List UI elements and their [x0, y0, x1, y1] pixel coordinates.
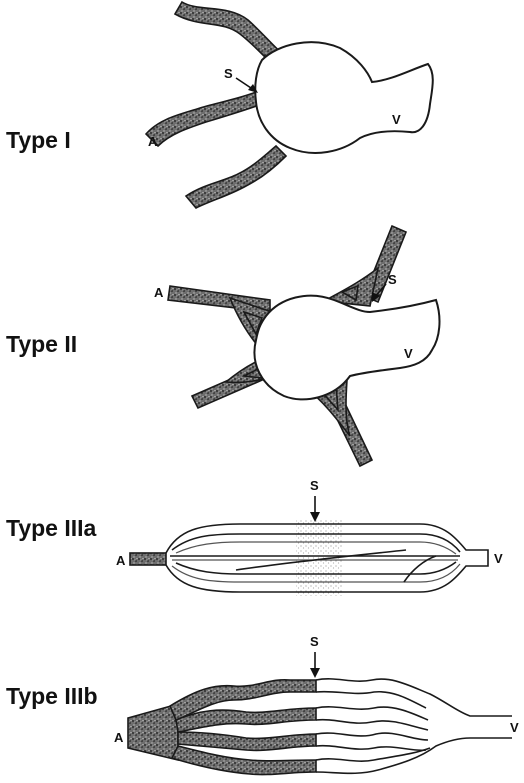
type-1-vein-label: V: [392, 112, 401, 127]
arterial-branch: [178, 732, 316, 750]
type-3b-artery-label: A: [114, 730, 124, 745]
panel-type-1: Type I A S V: [6, 2, 433, 208]
panel-type-3a: Type IIIa A S V: [6, 478, 503, 596]
feeder-artery: [130, 553, 166, 565]
feeder-artery-bottom: [186, 146, 286, 208]
venous-branch: [316, 720, 428, 730]
type-3b-shunt-label: S: [310, 634, 319, 649]
feeder-artery: [128, 704, 178, 760]
venous-branch: [316, 692, 426, 708]
panel-type-3b: Type IIIb A S V: [6, 634, 519, 775]
type-3a-title: Type IIIa: [6, 515, 97, 541]
type-2-title: Type II: [6, 331, 77, 357]
type-2-vein-label: V: [404, 346, 413, 361]
type-2-shunt-label: S: [388, 272, 397, 287]
type-1-title: Type I: [6, 127, 71, 153]
type-3a-shunt-label: S: [310, 478, 319, 493]
type-3a-vein-label: V: [494, 551, 503, 566]
venous-branch: [316, 738, 512, 773]
arterial-branch: [176, 708, 316, 732]
type-3b-vein-label: V: [510, 720, 519, 735]
venous-branch: [316, 746, 426, 751]
venous-sac: [255, 42, 433, 153]
shunt-arrow-head: [310, 668, 320, 678]
panel-type-2: Type II A S V: [6, 226, 439, 466]
type-1-shunt-label: S: [224, 66, 233, 81]
venous-branch: [316, 733, 428, 740]
venous-branch: [316, 707, 428, 720]
type-3a-artery-label: A: [116, 553, 126, 568]
type-2-artery-label: A: [154, 285, 164, 300]
venous-branch: [316, 679, 512, 716]
type-1-artery-label: A: [148, 134, 158, 149]
feeder-artery-middle: [146, 92, 262, 146]
type-3b-title: Type IIIb: [6, 683, 98, 709]
